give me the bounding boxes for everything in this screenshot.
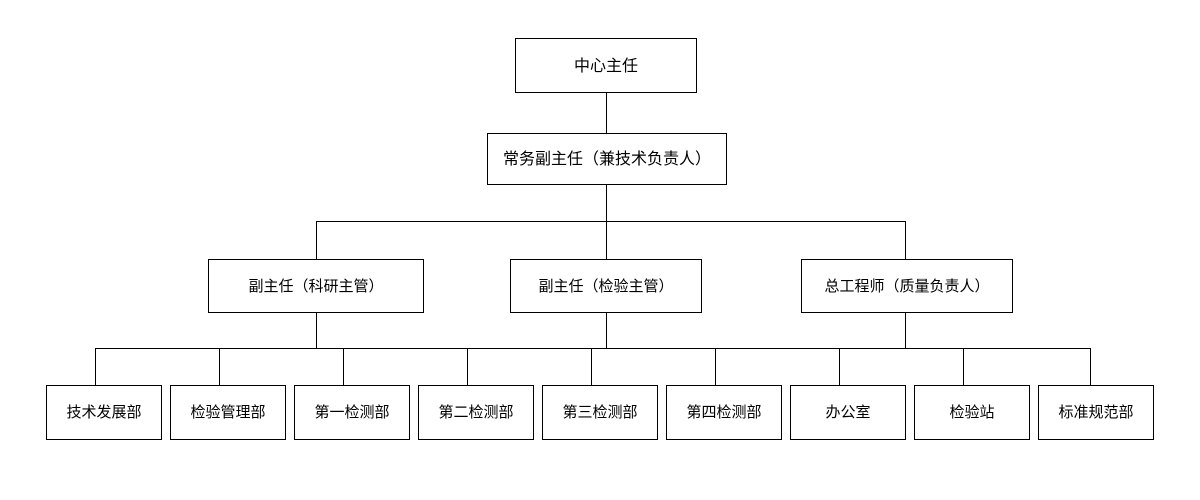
connector-bus-to-chief-engineer xyxy=(905,221,906,259)
node-deputy-director-inspection-label: 副主任（检验主管） xyxy=(538,276,674,295)
node-center-director-label: 中心主任 xyxy=(573,55,638,75)
connector-bus-to-deputy-inspection xyxy=(606,221,607,259)
node-department-standards-specifications[interactable]: 标准规范部 xyxy=(1038,385,1154,440)
connector-bus-to-dept-9 xyxy=(1090,348,1091,385)
connector-bus-to-dept-8 xyxy=(963,348,964,385)
node-chief-engineer-quality[interactable]: 总工程师（质量负责人） xyxy=(801,259,1013,313)
node-department-testing-3[interactable]: 第三检测部 xyxy=(542,385,658,440)
node-department-testing-1-label: 第一检测部 xyxy=(314,403,390,422)
connector-bus-to-dept-7 xyxy=(839,348,840,385)
node-department-testing-4[interactable]: 第四检测部 xyxy=(666,385,782,440)
connector-bus-to-dept-5 xyxy=(591,348,592,385)
node-chief-engineer-quality-label: 总工程师（质量负责人） xyxy=(824,276,990,295)
connector-deputy-research-to-bottom-bus xyxy=(316,313,317,348)
node-deputy-director-research[interactable]: 副主任（科研主管） xyxy=(208,259,424,313)
node-center-director[interactable]: 中心主任 xyxy=(515,38,697,93)
node-department-tech-development-label: 技术发展部 xyxy=(66,403,142,422)
connector-bus-level4 xyxy=(95,348,1090,349)
node-department-testing-1[interactable]: 第一检测部 xyxy=(294,385,410,440)
connector-bus-to-dept-4 xyxy=(467,348,468,385)
node-department-inspection-management[interactable]: 检验管理部 xyxy=(170,385,286,440)
node-deputy-director-inspection[interactable]: 副主任（检验主管） xyxy=(510,259,702,313)
node-executive-deputy-director[interactable]: 常务副主任（兼技术负责人） xyxy=(487,133,727,185)
connector-exec-deputy-to-bus xyxy=(606,185,607,222)
node-department-office-label: 办公室 xyxy=(825,403,871,422)
node-department-testing-2-label: 第二检测部 xyxy=(438,403,514,422)
node-department-inspection-management-label: 检验管理部 xyxy=(190,403,266,422)
connector-bus-level3 xyxy=(316,221,906,222)
node-executive-deputy-director-label: 常务副主任（兼技术负责人） xyxy=(502,149,711,169)
node-department-inspection-station-label: 检验站 xyxy=(949,403,995,422)
node-department-testing-2[interactable]: 第二检测部 xyxy=(418,385,534,440)
connector-director-to-exec-deputy xyxy=(606,93,607,133)
connector-bus-to-deputy-research xyxy=(316,221,317,259)
node-department-office[interactable]: 办公室 xyxy=(790,385,906,440)
connector-bus-to-dept-2 xyxy=(219,348,220,385)
node-department-testing-4-label: 第四检测部 xyxy=(686,403,762,422)
connector-bus-to-dept-6 xyxy=(715,348,716,385)
node-department-inspection-station[interactable]: 检验站 xyxy=(914,385,1030,440)
node-department-tech-development[interactable]: 技术发展部 xyxy=(46,385,162,440)
connector-deputy-inspection-to-bottom-bus xyxy=(606,313,607,348)
node-deputy-director-research-label: 副主任（科研主管） xyxy=(248,276,384,295)
node-department-standards-specifications-label: 标准规范部 xyxy=(1058,403,1134,422)
connector-chief-engineer-to-bottom-bus xyxy=(905,313,906,348)
node-department-testing-3-label: 第三检测部 xyxy=(562,403,638,422)
connector-bus-to-dept-3 xyxy=(343,348,344,385)
connector-bus-to-dept-1 xyxy=(95,348,96,385)
